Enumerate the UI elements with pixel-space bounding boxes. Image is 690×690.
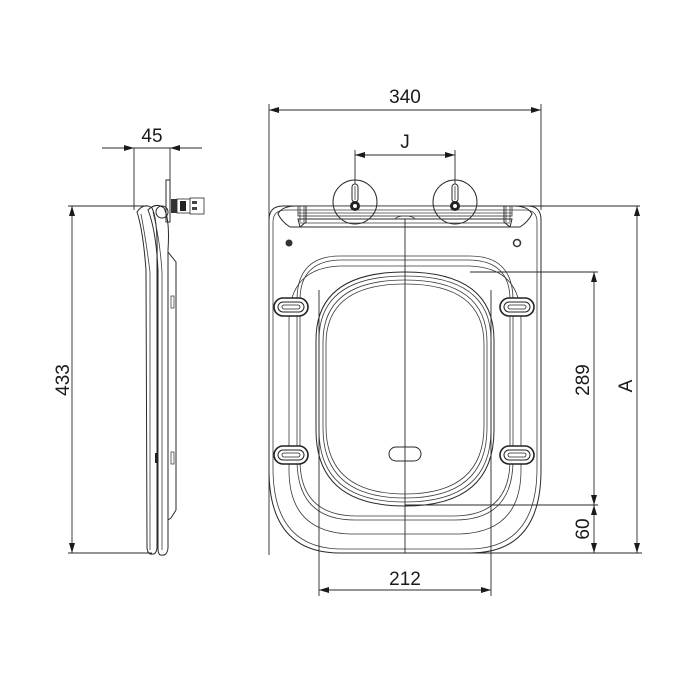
dimension-j: J bbox=[354, 132, 456, 200]
bumper-top-right bbox=[499, 297, 535, 317]
bumper-bottom-right bbox=[499, 445, 535, 465]
screw-left bbox=[285, 239, 293, 247]
dimension-45: 45 bbox=[102, 126, 202, 210]
dimension-433: 433 bbox=[53, 205, 152, 554]
seat-profile bbox=[136, 204, 177, 556]
dim-label-212: 212 bbox=[389, 569, 421, 590]
hinge-bolt-side bbox=[165, 179, 205, 223]
hinge-left bbox=[332, 179, 378, 225]
screw-right bbox=[512, 238, 522, 248]
dim-label-a: A bbox=[616, 379, 637, 392]
dim-label-60: 60 bbox=[573, 518, 594, 539]
dimension-289: 289 bbox=[405, 271, 598, 506]
bumper-top-left bbox=[273, 297, 309, 317]
dimension-a: A bbox=[405, 206, 642, 554]
dim-label-45: 45 bbox=[141, 126, 162, 147]
dimension-60: 60 bbox=[573, 505, 597, 553]
top-view: 340 J bbox=[268, 87, 642, 596]
dim-label-340: 340 bbox=[389, 87, 421, 108]
hinge-right bbox=[432, 179, 640, 225]
bumper-bottom-left bbox=[273, 445, 309, 465]
dimension-212: 212 bbox=[318, 290, 492, 596]
side-view: 45 433 bbox=[53, 126, 205, 556]
dim-label-j: J bbox=[400, 132, 410, 153]
dim-label-289: 289 bbox=[573, 364, 594, 396]
dim-label-433: 433 bbox=[53, 364, 74, 396]
